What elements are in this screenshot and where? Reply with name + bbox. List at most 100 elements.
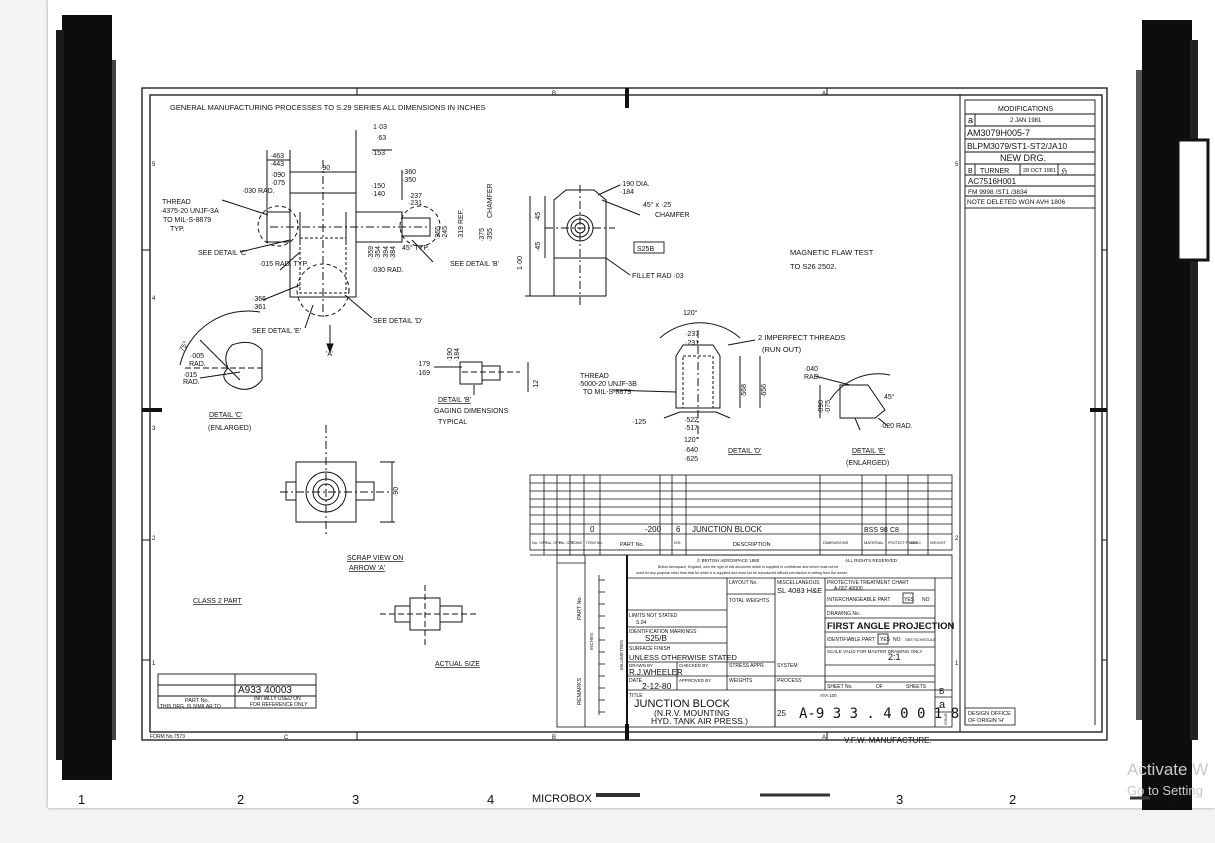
frame-3: 3 (352, 792, 359, 807)
gaging-typical: TYPICAL (438, 419, 467, 426)
zone-letter-b: B (552, 91, 556, 97)
mod-date-a: 2 JAN 1981 (1010, 118, 1042, 124)
go-to-settings-text: Go to Setting (1127, 783, 1203, 798)
hdr-description: DESCRIPTION (733, 542, 771, 548)
approved-label: APPROVED BY (679, 678, 711, 683)
dim-360: ·360 (402, 169, 416, 176)
detail-c-text: 75° ·005 RAD. ·015 RAD. DETAIL 'C' (ENLA… (178, 340, 251, 432)
scan-margin-right (1136, 20, 1210, 810)
see-detail-c: SEE DETAIL 'C' (198, 250, 247, 257)
scale-ruler (598, 575, 605, 715)
hdr-no-off-2: No. OFF (546, 540, 562, 545)
frame-2-right: 2 (1009, 792, 1016, 807)
run-out: (RUN OUT) (762, 345, 802, 354)
mod-row-1: AM3079H005-7 (967, 128, 1030, 138)
hdr-material: MATERIAL (864, 540, 884, 545)
misc-value: SL 4083 H&E (777, 586, 822, 595)
fillet-rad: FILLET RAD ·03 (632, 273, 684, 280)
hdr-weight: WEIGHT (930, 540, 947, 545)
dim-075: ·075 (271, 180, 285, 187)
total-weights: TOTAL WEIGHTS (729, 598, 770, 604)
dim-319-ref: ·319 REF. (458, 209, 465, 240)
scale-value: 2:1 (888, 652, 901, 662)
mm-vertical: MILLIMETRES (619, 640, 624, 670)
dim-359: ·359 (368, 246, 375, 260)
dim-366: ·366 (252, 296, 266, 303)
design-office: DESIGN OFFICE (968, 711, 1011, 717)
general-note: GENERAL MANUFACTURING PROCESSES TO S.29 … (170, 103, 486, 112)
actual-size-view (380, 585, 478, 645)
zone-number-1: 1 (152, 661, 156, 667)
dim-245: ·245 (442, 226, 449, 240)
detail-e-title: DETAIL 'E' (852, 448, 885, 455)
rad-label-1: RAD. (189, 361, 206, 368)
copyright-line: © BRITISH AEROSPACE 1980 (697, 557, 760, 563)
chamfer-dia: CHAMFER (487, 183, 494, 218)
chapter-25: 25 (777, 709, 786, 718)
layout-no: LAYOUT No. (729, 580, 758, 586)
angle-75: 75° (178, 340, 190, 353)
angle-120-bottom: 120° (684, 436, 699, 444)
mod-initials-b: ℌ (1061, 167, 1067, 176)
detail-e (814, 373, 891, 431)
thread-2-std: TO MIL-S-8879 (583, 389, 631, 396)
filmstrip-marks (596, 793, 1150, 800)
drawing-no-label: DRAWING No. (827, 611, 860, 617)
dim-125: ·125 (632, 419, 646, 426)
drawing-page (48, 0, 1215, 808)
dim-640: ·640 (684, 447, 698, 454)
modifications-text: MODIFICATIONS a 2 JAN 1981 AM3079H005-7 … (967, 106, 1067, 206)
parts-list-text: 0 -200 6 JUNCTION BLOCK BSS 98 C8 No. OF… (532, 525, 947, 548)
parts-qty: 0 (590, 525, 595, 534)
part-no-vertical: PART No. (577, 595, 583, 620)
mft-line-1: MAGNETIC FLAW TEST (790, 248, 874, 257)
checked-label: CHECKED BY (679, 663, 708, 668)
angle-45-e: 45° (884, 393, 895, 401)
activate-windows-text: Activate W (1127, 760, 1209, 779)
hdr-no-off-1: No. OFF (532, 540, 548, 545)
office-origin: OF ORIGIN 'H' (968, 718, 1004, 724)
title-block-text: PART No. REMARKS INCHES MILLIMETRES © BR… (577, 557, 1011, 726)
dim-015: ·015 (183, 372, 197, 379)
dim-355: ·355 (487, 228, 494, 242)
windows-activation-watermark: Activate W Go to Setting (1127, 760, 1208, 798)
sheet-frame (141, 87, 1108, 741)
date-value: 2-12-80 (642, 681, 672, 691)
dim-375: ·375 (479, 228, 486, 242)
form-number: FORM No.7573 (150, 734, 185, 740)
first-angle-projection: FIRST ANGLE PROJECTION (827, 621, 955, 632)
hdr-iss: ISS. (674, 540, 682, 545)
angle-120-top: 120° (683, 309, 698, 317)
detail-e-text: ·040 RAD. ·090 ·075 45° ·020 RAD. DETAIL… (804, 366, 913, 467)
design-office-box (964, 707, 1016, 726)
zone-letter-c-bottom: C (284, 735, 289, 741)
part-no-label: PART No. (185, 698, 210, 704)
dim-140: ·140 (371, 191, 385, 198)
dim-190-b: ·190 (447, 348, 454, 362)
dim-463: ·463 (270, 153, 284, 160)
dim-90: ·90 (320, 165, 330, 172)
rad-label-3: RAD. (804, 374, 821, 381)
main-view-dimensions: 1·03 ·63 ·153 ·463 ·443 ·090 ·075 ·90 ·1… (160, 124, 499, 358)
rad-label-2: RAD. (183, 379, 200, 386)
parts-description: JUNCTION BLOCK (692, 525, 762, 534)
dim-237-d: ·237 (685, 331, 699, 338)
dim-090: ·090 (271, 172, 285, 179)
system-label: SYSTEM (777, 663, 798, 669)
zone-number-4: 4 (152, 296, 156, 302)
drawn-label: DRAWN BY (629, 663, 653, 668)
issue-label: ISSUE (943, 713, 948, 725)
limits-value: S.04 (636, 620, 647, 626)
see-detail-e: SEE DETAIL 'E' (252, 328, 301, 335)
sheet-label: SHEET No. (827, 684, 853, 690)
hdr-dimensions: DIMENSIONS (823, 540, 849, 545)
dim-231-d: ·231 (685, 340, 699, 347)
mod-issue-a: a (968, 115, 973, 125)
no-label-2: NO (893, 637, 901, 643)
thread-1-label: THREAD (162, 199, 191, 206)
detail-c-enlarged: (ENLARGED) (208, 425, 251, 432)
hdr-protect: PROTECT FINISH (888, 541, 918, 545)
mod-row-5: AC7516H001 (968, 177, 1017, 186)
identifiable-label: IDENTIFIABLE PART (827, 637, 875, 643)
dim-350: ·350 (402, 177, 416, 184)
